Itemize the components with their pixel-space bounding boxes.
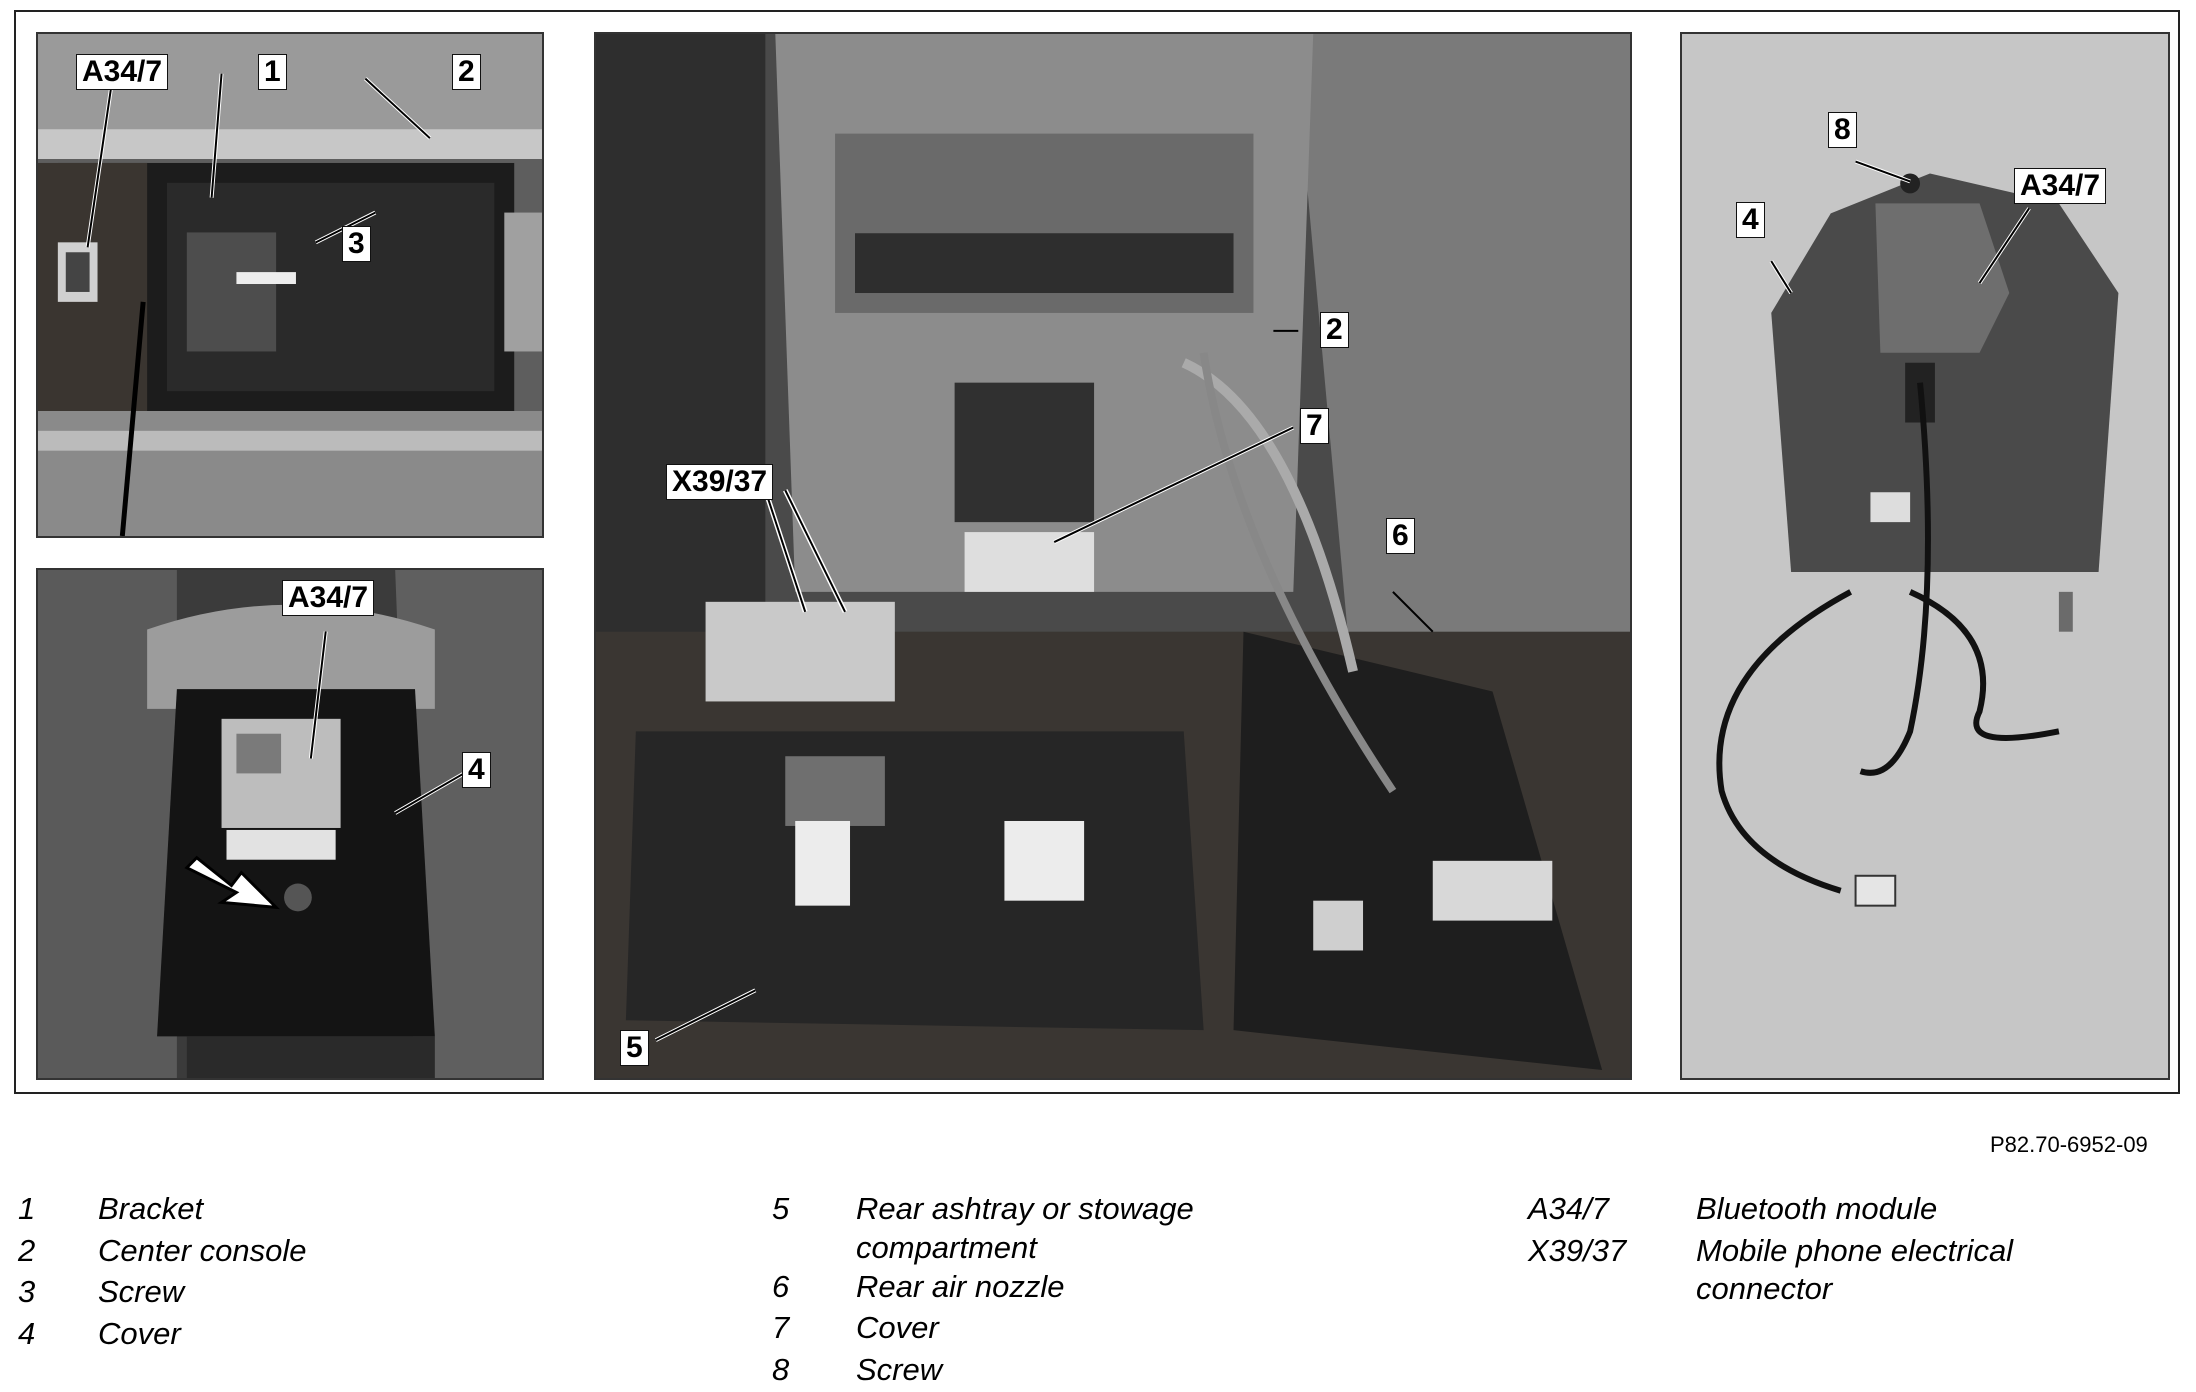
callout-7-panel3: 7	[1300, 408, 1329, 444]
legend-item-a347: A34/7 Bluetooth module	[1528, 1188, 2013, 1230]
photo-armrest-bracket	[36, 32, 544, 538]
legend-item-x3937: X39/37 Mobile phone electrical	[1528, 1230, 2013, 1272]
photo-bluetooth-module	[1680, 32, 2170, 1080]
callout-a347-panel2: A34/7	[282, 580, 375, 616]
legend-key: 6	[772, 1268, 790, 1304]
photo-armrest-cover	[36, 568, 544, 1080]
callout-2-panel1: 2	[452, 54, 481, 90]
legend-key: 2	[18, 1232, 36, 1268]
callout-6-panel3: 6	[1386, 518, 1415, 554]
legend-key-blank	[1528, 1271, 1696, 1307]
legend-item-5-cont: compartment	[772, 1230, 1194, 1266]
legend-key: X39/37	[1528, 1232, 1627, 1268]
callout-5-panel3: 5	[620, 1030, 649, 1066]
legend-label: connector	[1696, 1271, 1833, 1306]
legend-column-1: 1 Bracket 2 Center console 3 Screw 4 Cov…	[18, 1188, 307, 1354]
callout-3-panel1: 3	[342, 226, 371, 262]
legend-key: 7	[772, 1310, 790, 1345]
callout-a347-panel1: A34/7	[76, 54, 169, 90]
legend-item-7: 7 Cover	[772, 1307, 1194, 1349]
legend-key-blank	[772, 1230, 856, 1266]
legend-label: Bracket	[98, 1191, 204, 1226]
legend-label: Mobile phone electrical	[1696, 1232, 2014, 1268]
legend-item-1: 1 Bracket	[18, 1188, 307, 1230]
legend-column-3: A34/7 Bluetooth module X39/37 Mobile pho…	[1528, 1188, 2013, 1307]
callout-8-panel4: 8	[1828, 112, 1857, 148]
legend-label: Cover	[856, 1310, 939, 1345]
legend-label: Rear ashtray or stowage	[856, 1191, 1194, 1226]
photo-center-console	[594, 32, 1632, 1080]
callout-4-panel4: 4	[1736, 202, 1765, 238]
legend-key: A34/7	[1528, 1191, 1610, 1226]
legend-item-6: 6 Rear air nozzle	[772, 1266, 1194, 1308]
legend-key: 1	[18, 1191, 36, 1226]
legend-item-8: 8 Screw	[772, 1349, 1194, 1391]
legend-item-x3937-cont: connector	[1528, 1271, 2013, 1307]
legend-column-2: 5 Rear ashtray or stowage compartment 6 …	[772, 1188, 1194, 1390]
figure-reference: P82.70-6952-09	[1990, 1132, 2148, 1157]
legend-label: Center console	[98, 1232, 307, 1268]
legend-label: Rear air nozzle	[856, 1268, 1065, 1304]
legend-item-4: 4 Cover	[18, 1313, 307, 1355]
legend-key: 5	[772, 1191, 790, 1226]
callout-1-panel1: 1	[258, 54, 287, 90]
callout-x3937-panel3: X39/37	[666, 464, 774, 500]
legend-label: compartment	[856, 1229, 1037, 1265]
legend-item-2: 2 Center console	[18, 1230, 307, 1272]
callout-4-panel2: 4	[462, 752, 491, 788]
legend-label: Cover	[98, 1315, 181, 1351]
legend-item-5: 5 Rear ashtray or stowage	[772, 1188, 1194, 1230]
legend-key: 3	[18, 1274, 36, 1309]
legend-label: Screw	[98, 1274, 185, 1309]
legend-key: 8	[772, 1351, 790, 1387]
callout-a347-panel4: A34/7	[2014, 168, 2107, 204]
legend-label: Screw	[856, 1351, 943, 1387]
legend-item-3: 3 Screw	[18, 1271, 307, 1313]
legend-key: 4	[18, 1315, 36, 1351]
legend-label: Bluetooth module	[1696, 1191, 1938, 1226]
callout-2-panel3: 2	[1320, 312, 1349, 348]
